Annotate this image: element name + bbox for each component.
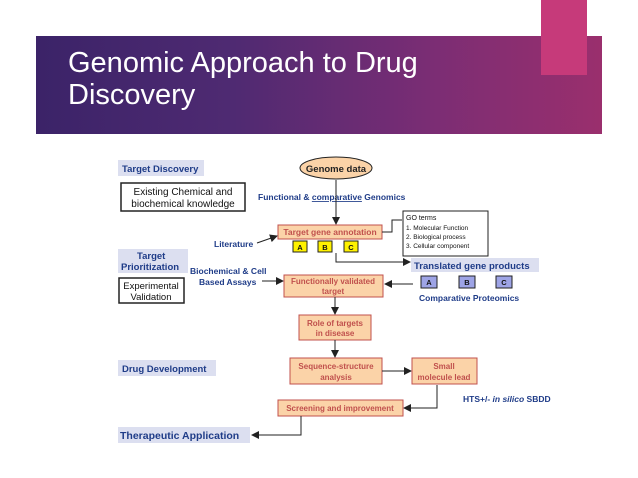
connector-annotation-go <box>382 219 402 233</box>
arrow-small-molecule-to-screening <box>403 385 438 412</box>
stage-target-discovery: Target Discovery <box>122 164 199 175</box>
go-terms-title: GO terms <box>406 215 437 222</box>
role-targets-line-1: Role of targets <box>307 319 364 328</box>
arrow-literature <box>256 234 278 244</box>
translated-gene-products-label: Translated gene products <box>414 261 530 272</box>
role-targets-line-2: in disease <box>316 329 355 338</box>
go-terms-item-1: 1. Molecular Function <box>406 225 469 232</box>
biochemical-assays-line-2: Based Assays <box>199 277 257 287</box>
functional-genomics-label: Functional & comparative Genomics <box>258 192 406 202</box>
annotation-c-label: C <box>348 243 354 252</box>
hts-label: HTS+/- in silico SBDD <box>463 394 551 404</box>
genome-data-ellipse <box>299 156 373 180</box>
experimental-validation-box <box>118 277 185 304</box>
stage-target-prioritization-line-1: Target <box>137 251 166 262</box>
tgp-a-box <box>420 275 438 289</box>
arrow-to-translated-products <box>335 253 411 266</box>
experimental-validation-line-2: Validation <box>130 292 171 303</box>
tgp-c-label: C <box>501 278 507 287</box>
literature-label: Literature <box>214 239 253 249</box>
tgp-b-label: B <box>464 278 470 287</box>
sequence-structure-box <box>289 357 383 385</box>
existing-knowledge-line-2: biochemical knowledge <box>131 199 235 210</box>
small-molecule-line-1: Small <box>433 362 454 371</box>
stage-drug-development: Drug Development <box>122 364 207 375</box>
annotation-b-label: B <box>322 243 328 252</box>
stage-target-discovery-bg <box>118 160 204 176</box>
screening-label: Screening and improvement <box>286 404 394 413</box>
annotation-b-box <box>317 240 333 253</box>
annotation-c-box <box>343 240 359 253</box>
translated-gene-products-bg <box>411 258 539 272</box>
stage-therapeutic-application: Therapeutic Application <box>120 430 239 442</box>
existing-knowledge-box <box>120 182 246 212</box>
biochemical-assays-line-1: Biochemical & Cell <box>190 266 267 276</box>
functionally-validated-line-2: target <box>322 287 345 296</box>
experimental-validation-line-1: Experimental <box>123 281 178 292</box>
role-targets-box <box>298 314 372 341</box>
screening-box <box>277 399 404 417</box>
tgp-b-box <box>458 275 476 289</box>
sequence-structure-line-1: Sequence-structure <box>298 362 374 371</box>
accent-tab <box>541 0 587 75</box>
annotation-a-label: A <box>297 243 303 252</box>
functionally-validated-box <box>283 274 384 298</box>
annotation-a-box <box>292 240 308 253</box>
slide-title: Genomic Approach to Drug Discovery <box>68 47 468 111</box>
sequence-structure-line-2: analysis <box>320 373 352 382</box>
functionally-validated-line-1: Functionally validated <box>291 277 375 286</box>
tgp-a-label: A <box>426 278 432 287</box>
stage-drug-development-bg <box>118 360 216 376</box>
genome-data-label: Genome data <box>306 164 367 175</box>
go-terms-item-3: 3. Cellular component <box>406 243 469 250</box>
arrow-screening-to-therapeutic <box>251 416 302 439</box>
small-molecule-box <box>411 357 478 385</box>
target-gene-annotation-label: Target gene annotation <box>283 227 376 237</box>
go-terms-box <box>402 210 489 257</box>
stage-target-prioritization-line-2: Prioritization <box>121 262 179 273</box>
existing-knowledge-line-1: Existing Chemical and <box>134 187 233 198</box>
slide-title-line-1: Genomic Approach to Drug <box>68 47 418 79</box>
tgp-c-box <box>495 275 513 289</box>
stage-target-prioritization-bg <box>118 249 188 273</box>
go-terms-item-2: 2. Biological process <box>406 234 466 241</box>
stage-therapeutic-application-bg <box>118 427 250 443</box>
slide-title-line-2: Discovery <box>68 79 196 111</box>
comparative-proteomics-label: Comparative Proteomics <box>419 293 519 303</box>
small-molecule-line-2: molecule lead <box>418 373 471 382</box>
title-banner <box>36 36 602 134</box>
